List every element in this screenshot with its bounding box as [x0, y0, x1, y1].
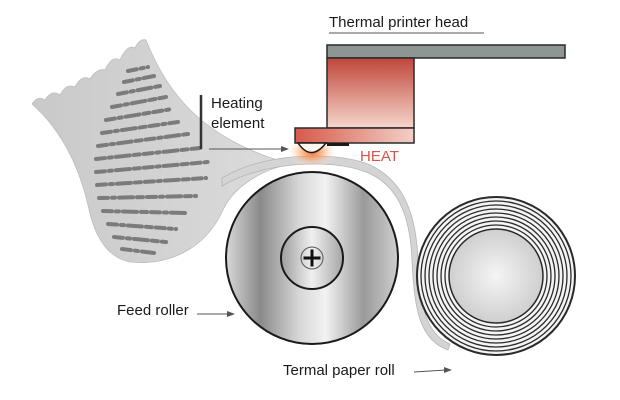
heat-label: HEAT: [360, 148, 399, 165]
heating-label-line2: element: [211, 115, 265, 132]
heating-element-label: Heating element: [211, 94, 264, 134]
paper-path: [221, 155, 451, 351]
thermal-paper-roll: [416, 196, 576, 356]
feed-roller-label: Feed roller: [117, 302, 189, 319]
printer-head-label: Thermal printer head: [329, 14, 469, 31]
thermal-printer-head: [294, 44, 566, 146]
paper-roll-arrow: [413, 369, 447, 373]
plus-icon: [303, 249, 321, 267]
paper-roll-label: Termal paper roll: [283, 362, 395, 379]
printed-text-lines: [94, 65, 210, 255]
heating-element: [296, 142, 328, 154]
heating-label-line1: Heating: [211, 95, 263, 112]
